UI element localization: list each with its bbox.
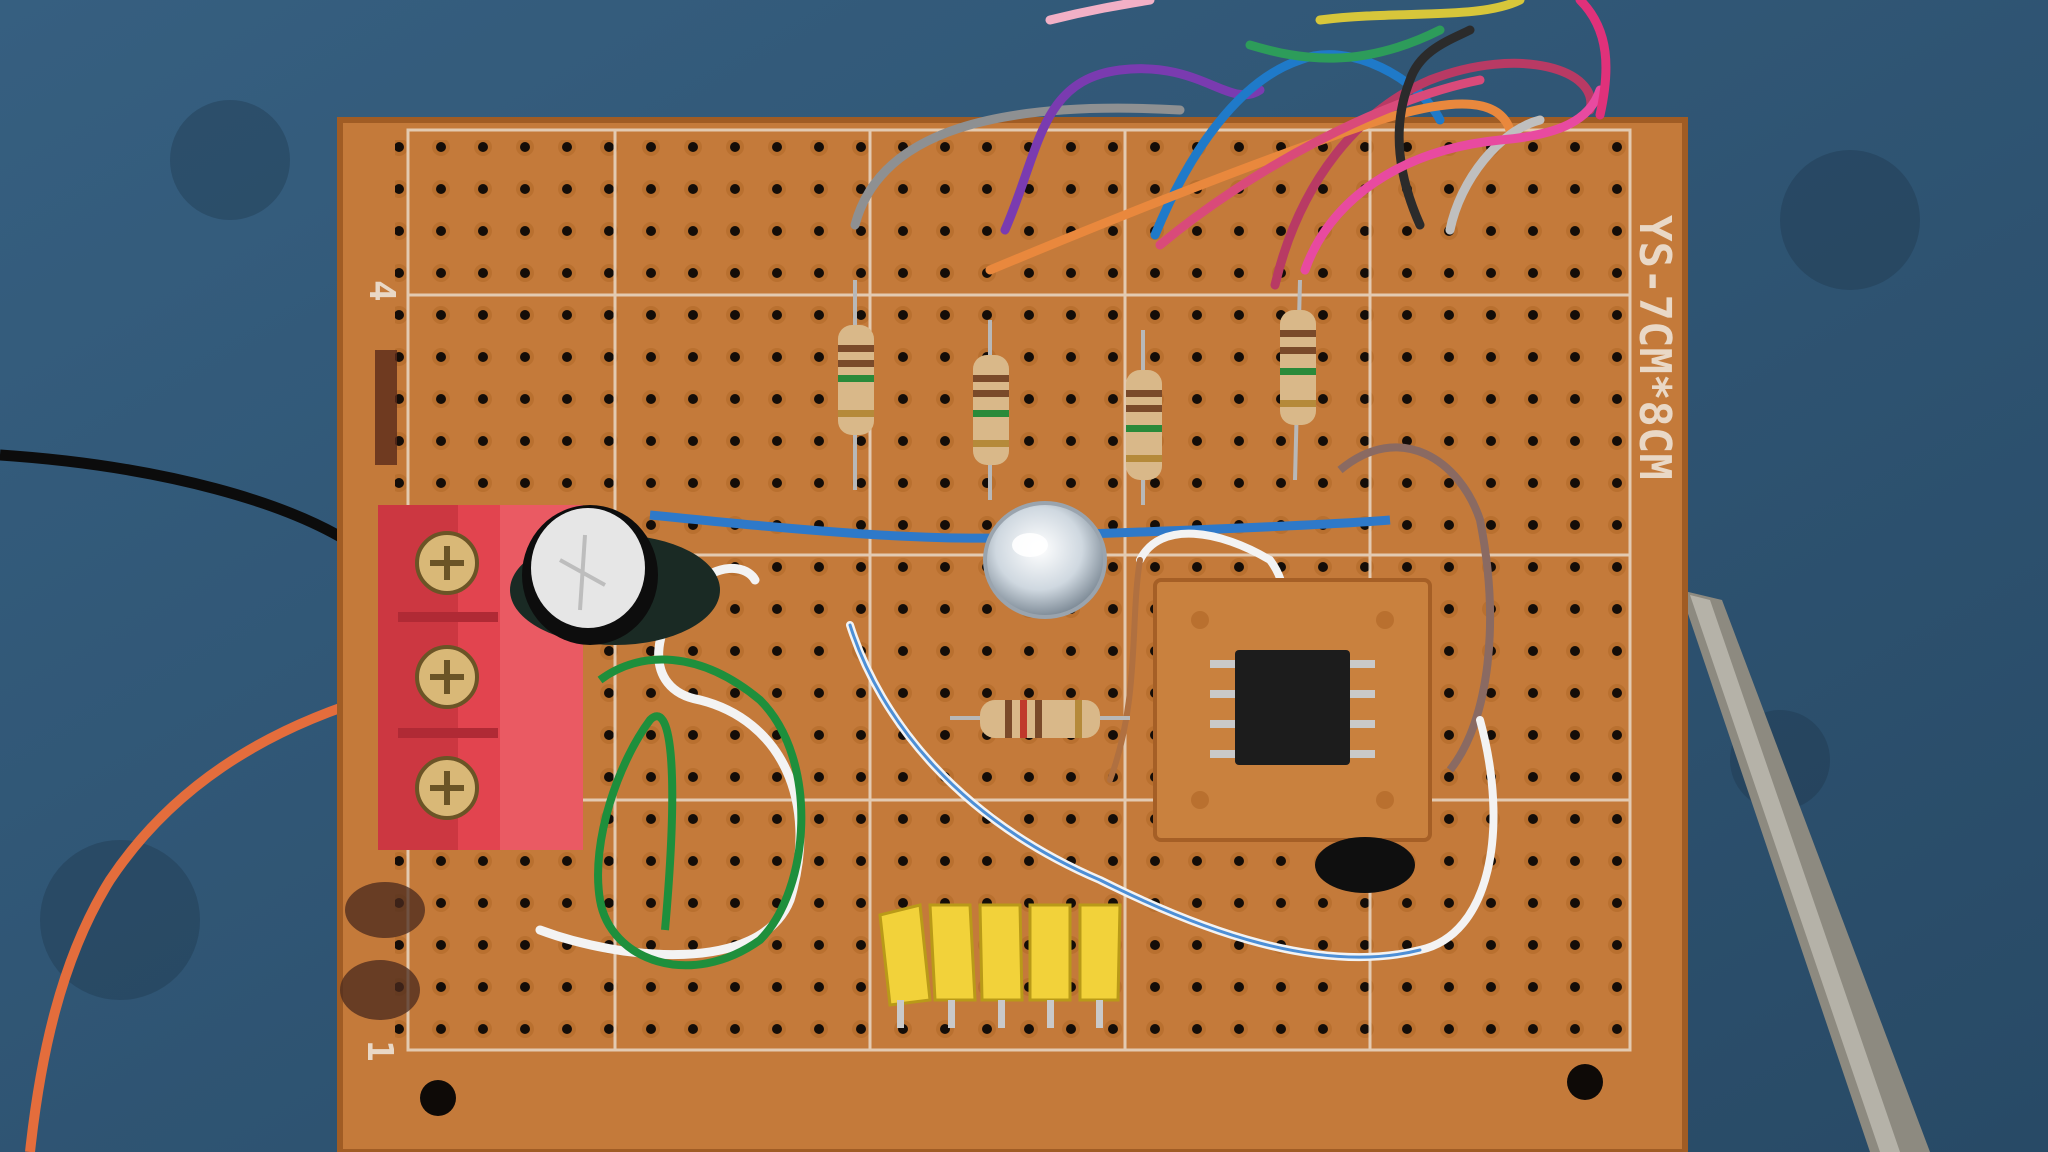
perfboard	[337, 117, 1688, 1152]
board-size-label: YS-7CM*8CM	[1629, 215, 1680, 480]
terminal-block-icon	[378, 505, 583, 850]
pin-header-icon	[878, 903, 1122, 1028]
green-wire	[594, 655, 806, 970]
screwdriver-icon	[1680, 590, 1930, 1152]
capacitor-icon	[510, 505, 720, 645]
led-icon	[983, 501, 1107, 619]
row-marker-bottom: 1	[359, 1040, 400, 1062]
brown-wire	[1337, 443, 1494, 773]
orange-lead-wire	[25, 690, 382, 1152]
ic-chip-icon	[1153, 578, 1432, 893]
resistor-icon	[838, 279, 1316, 738]
row-marker-top: 4	[361, 280, 402, 302]
wire-bundle	[850, 0, 1611, 290]
